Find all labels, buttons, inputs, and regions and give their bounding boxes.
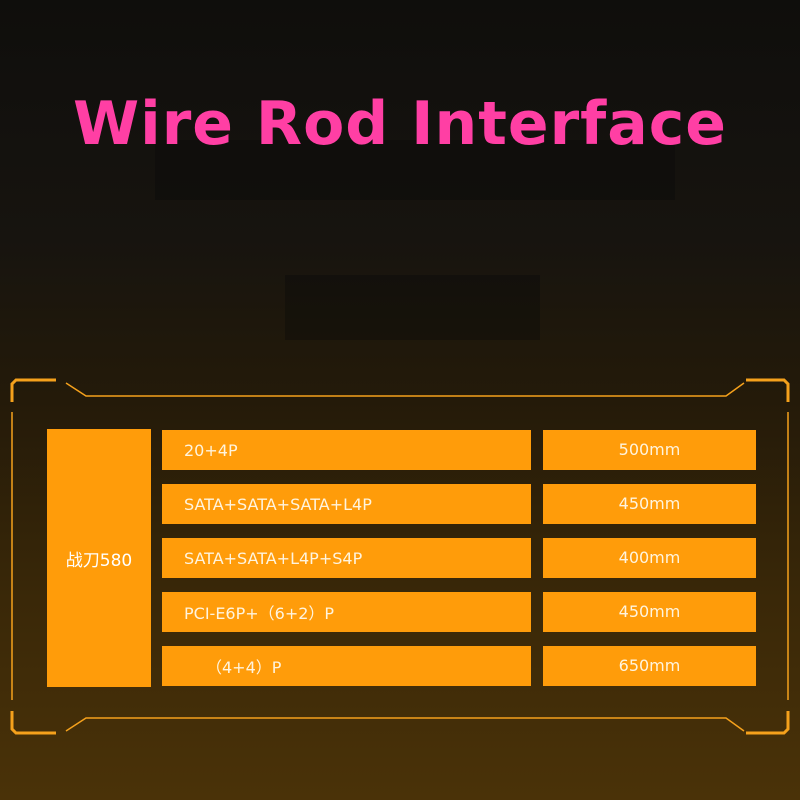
length-cell: 500mm: [543, 430, 756, 470]
model-label: 战刀580: [47, 429, 151, 687]
connector-cell: （4+4）P: [162, 646, 531, 686]
length-cell: 450mm: [543, 484, 756, 524]
connector-cell: PCI-E6P+（6+2）P: [162, 592, 531, 632]
length-cell: 400mm: [543, 538, 756, 578]
connector-cell: SATA+SATA+L4P+S4P: [162, 538, 531, 578]
length-cell: 450mm: [543, 592, 756, 632]
background-shade: [155, 140, 675, 200]
background-shade: [285, 275, 540, 340]
page-title: Wire Rod Interface: [72, 89, 728, 159]
length-cell: 650mm: [543, 646, 756, 686]
connector-cell: SATA+SATA+SATA+L4P: [162, 484, 531, 524]
connector-cell: 20+4P: [162, 430, 531, 470]
